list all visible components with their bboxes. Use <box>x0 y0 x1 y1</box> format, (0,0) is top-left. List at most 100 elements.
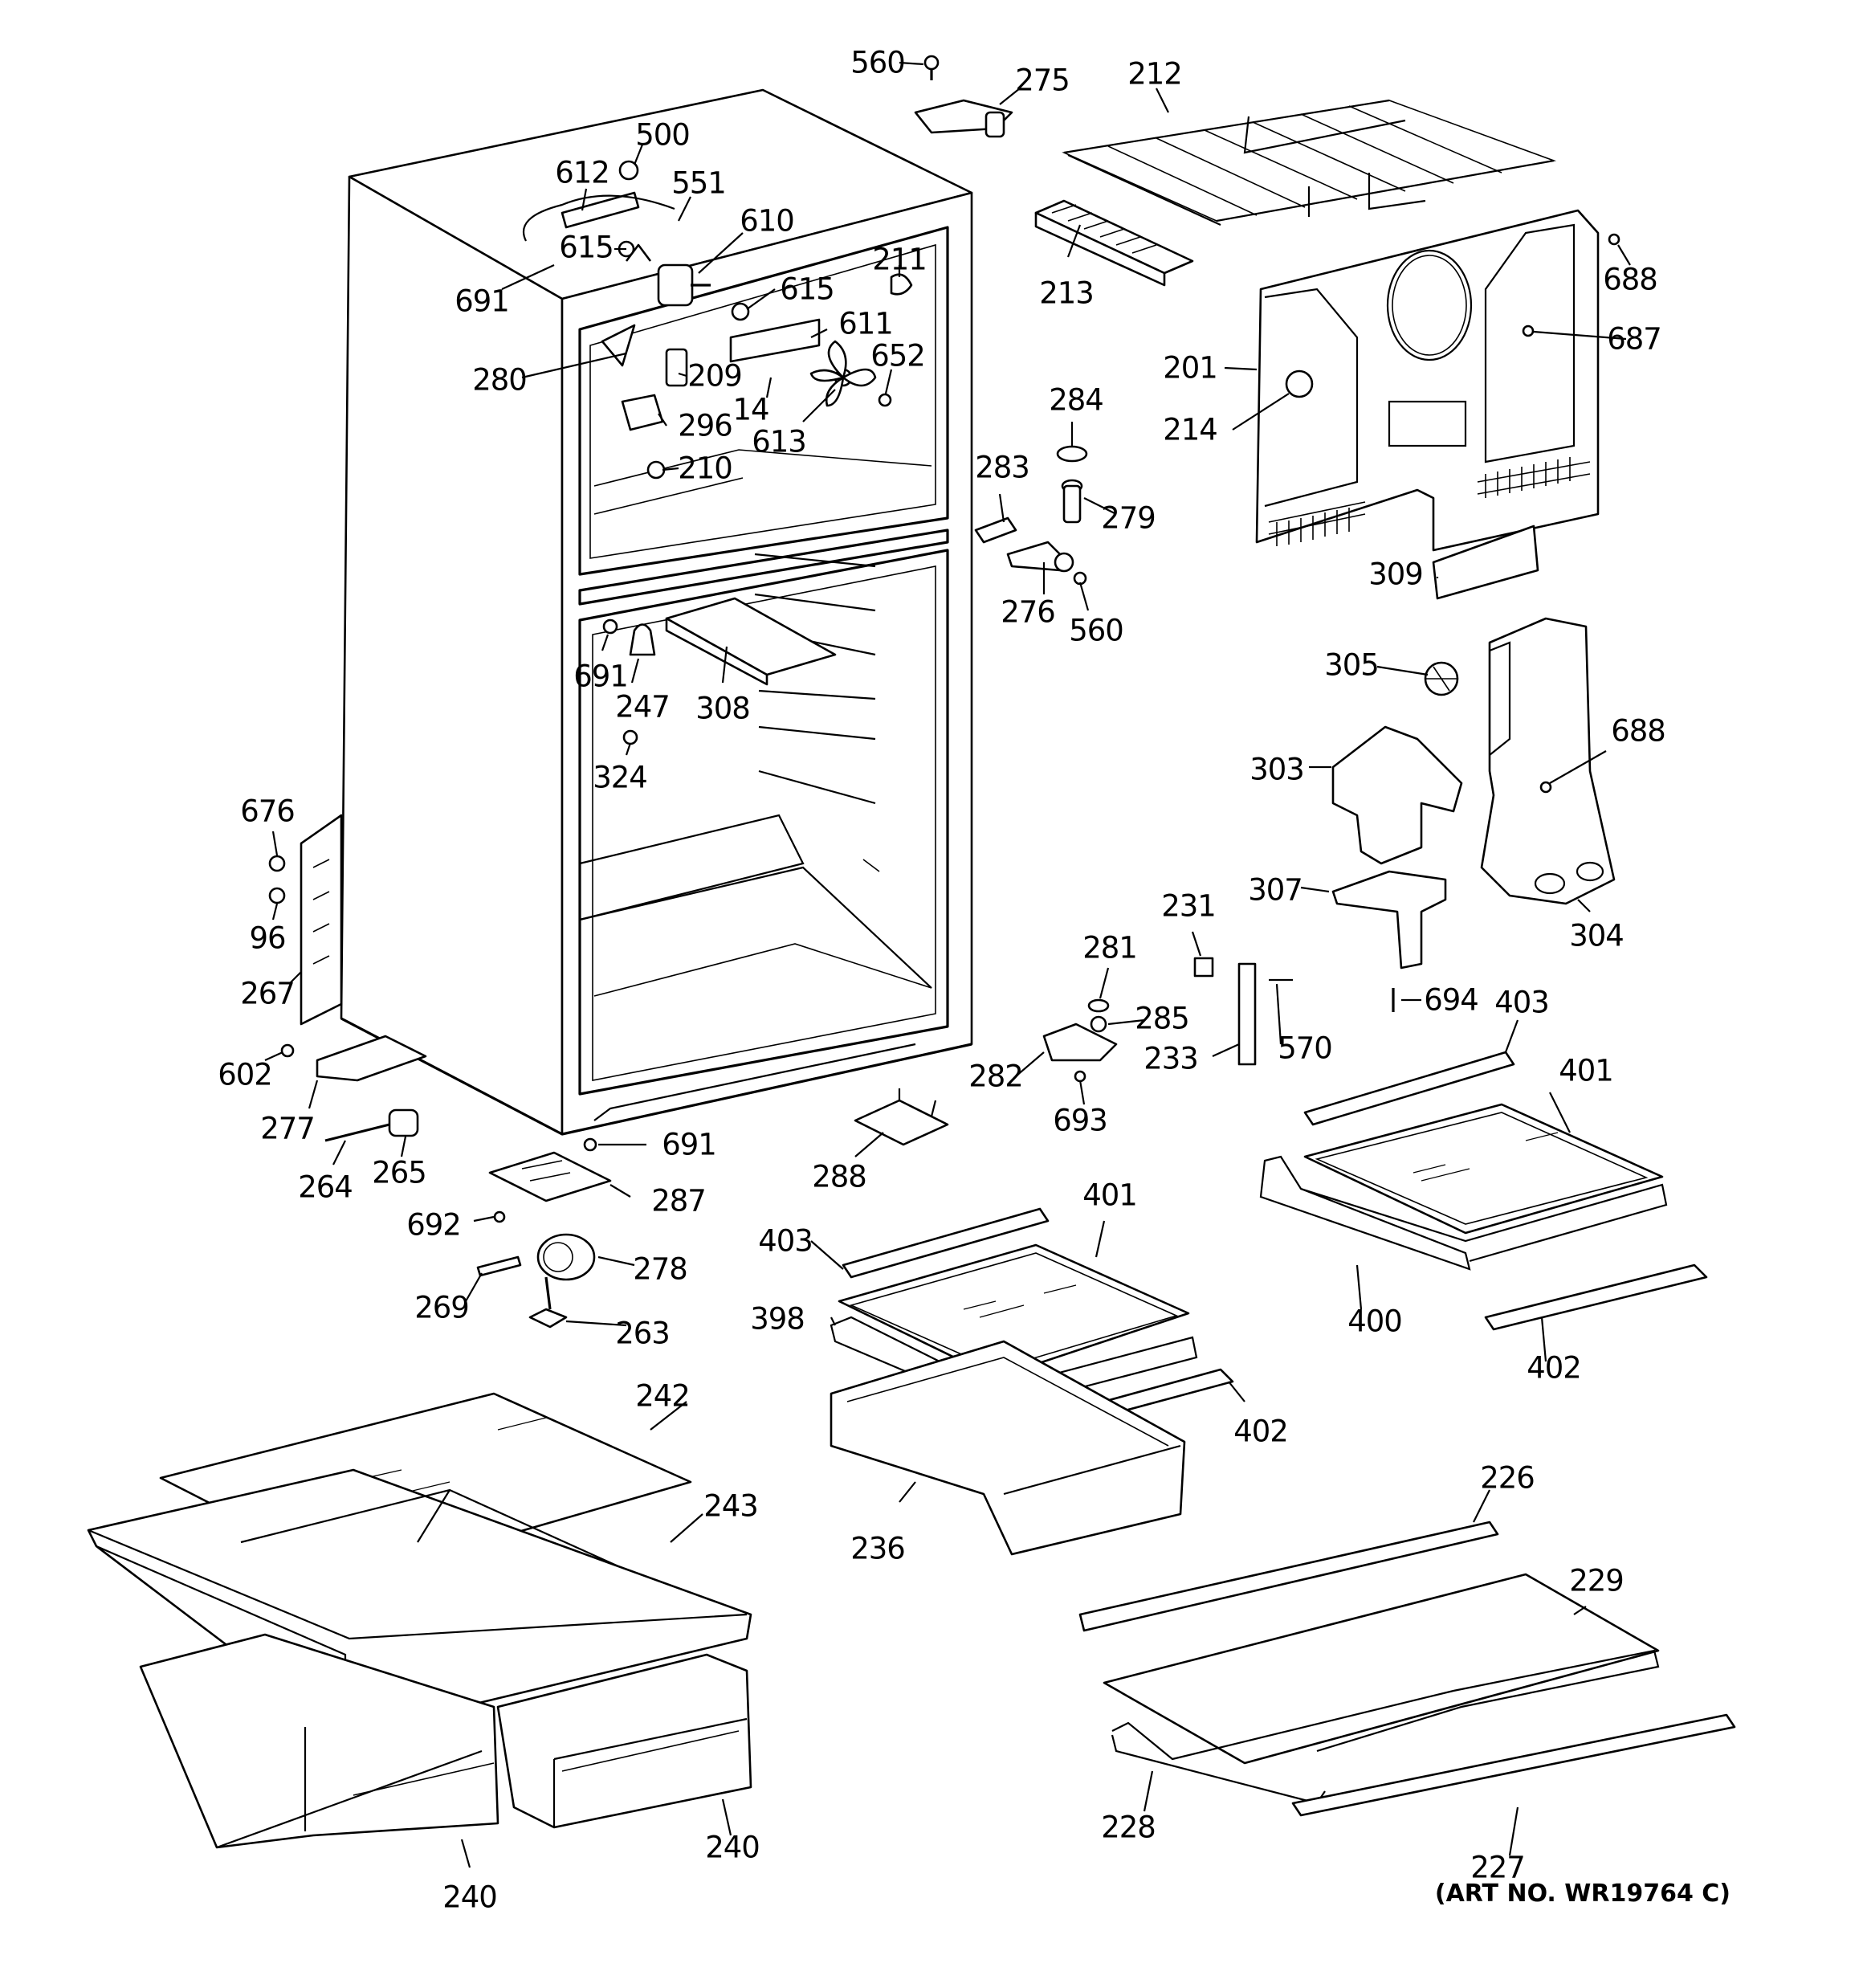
part-label-691: 691 <box>455 284 510 319</box>
part-label-402: 402 <box>1527 1350 1582 1386</box>
crisper-drawer-drawing <box>87 1392 752 1849</box>
part-label-283: 283 <box>975 450 1030 485</box>
part-label-398: 398 <box>750 1301 805 1337</box>
part-label-210: 210 <box>678 451 733 486</box>
part-label-691-b: 691 <box>573 659 629 694</box>
part-label-691-c: 691 <box>662 1127 717 1162</box>
part-label-226: 226 <box>1480 1460 1535 1496</box>
part-label-612: 612 <box>555 155 610 190</box>
left-hinge-drawing <box>268 814 343 1026</box>
part-label-229: 229 <box>1569 1563 1625 1598</box>
part-label-403: 403 <box>1494 985 1550 1020</box>
part-label-693: 693 <box>1053 1103 1108 1138</box>
part-label-652: 652 <box>870 338 926 374</box>
middle-shelf-crisper-drawing <box>830 1207 1234 1556</box>
part-label-307: 307 <box>1248 872 1303 908</box>
part-label-209: 209 <box>687 358 743 394</box>
part-label-308: 308 <box>695 691 751 726</box>
freezer-wire-shelf <box>1062 99 1557 227</box>
part-label-14: 14 <box>732 392 769 427</box>
part-label-287: 287 <box>651 1183 707 1219</box>
part-label-613: 613 <box>752 424 807 459</box>
ice-dispenser-drawing <box>1331 617 1616 1012</box>
part-label-401-b: 401 <box>1082 1178 1138 1213</box>
part-label-551: 551 <box>671 165 727 201</box>
part-label-692: 692 <box>406 1207 462 1243</box>
part-label-278: 278 <box>633 1251 688 1287</box>
part-label-560-b: 560 <box>1069 613 1124 648</box>
part-label-288: 288 <box>812 1159 867 1194</box>
freezer-components <box>522 160 913 480</box>
part-label-309: 309 <box>1368 557 1424 592</box>
part-label-560: 560 <box>850 45 906 80</box>
part-label-285: 285 <box>1135 1001 1190 1036</box>
part-label-687: 687 <box>1607 321 1662 357</box>
part-label-96: 96 <box>249 921 286 956</box>
part-label-276: 276 <box>1001 594 1056 630</box>
part-label-227: 227 <box>1470 1850 1526 1885</box>
part-label-212: 212 <box>1127 56 1183 92</box>
upper-right-shelf-drawing <box>1259 1051 1708 1331</box>
part-label-402-b: 402 <box>1233 1414 1289 1449</box>
part-label-201: 201 <box>1163 350 1218 386</box>
part-label-324: 324 <box>593 760 648 795</box>
freezer-back-panel <box>1255 209 1620 552</box>
part-label-403-b: 403 <box>758 1223 813 1259</box>
part-label-615: 615 <box>559 230 614 265</box>
part-label-694: 694 <box>1424 982 1479 1018</box>
part-label-296: 296 <box>678 408 733 443</box>
foam-pad-drawing <box>1432 525 1539 600</box>
roller-leveler-drawing <box>476 1137 612 1329</box>
ice-tray-drawing <box>1034 199 1194 287</box>
part-label-688-b: 688 <box>1611 713 1666 749</box>
part-label-240-b: 240 <box>442 1880 498 1915</box>
part-label-228: 228 <box>1101 1810 1156 1845</box>
part-label-211: 211 <box>872 242 927 277</box>
center-bracket-drawing <box>1042 957 1293 1083</box>
part-label-231: 231 <box>1161 888 1217 924</box>
part-label-400: 400 <box>1347 1304 1403 1339</box>
lower-shelf-drawing <box>1078 1521 1736 1817</box>
part-label-233: 233 <box>1143 1041 1199 1076</box>
part-label-243: 243 <box>703 1488 759 1524</box>
part-label-284: 284 <box>1049 382 1104 418</box>
part-label-263: 263 <box>615 1316 671 1351</box>
part-label-213: 213 <box>1039 276 1095 311</box>
part-label-277: 277 <box>260 1111 316 1146</box>
part-label-401: 401 <box>1559 1053 1614 1088</box>
bottom-hinge-drawing <box>280 1035 427 1142</box>
part-label-267: 267 <box>240 976 296 1011</box>
part-label-279: 279 <box>1101 500 1156 536</box>
part-label-240: 240 <box>705 1830 760 1865</box>
part-label-282: 282 <box>968 1059 1024 1094</box>
hinge-parts-drawing <box>974 445 1088 586</box>
part-label-615-b: 615 <box>780 271 835 307</box>
leader-lines <box>264 61 1631 1868</box>
art-number: (ART NO. WR19764 C) <box>1434 1880 1731 1908</box>
part-label-305: 305 <box>1324 647 1380 683</box>
part-label-570: 570 <box>1278 1031 1333 1066</box>
part-label-265: 265 <box>372 1155 427 1190</box>
part-label-676: 676 <box>240 794 296 829</box>
part-label-303: 303 <box>1249 752 1305 787</box>
top-hinge-drawing <box>914 55 1013 138</box>
part-label-214: 214 <box>1163 412 1218 447</box>
shelf-support-drawing <box>854 1088 949 1146</box>
part-label-500: 500 <box>635 117 691 153</box>
part-label-688: 688 <box>1603 262 1658 297</box>
fresh-food-control-drawing <box>602 597 837 745</box>
part-label-264: 264 <box>298 1170 353 1205</box>
part-label-280: 280 <box>472 362 528 398</box>
part-label-610: 610 <box>740 203 795 239</box>
part-label-281: 281 <box>1082 930 1138 965</box>
part-label-236: 236 <box>850 1531 906 1566</box>
part-label-602: 602 <box>218 1057 273 1092</box>
part-label-269: 269 <box>414 1290 470 1325</box>
fan-blade-drawing <box>809 340 877 407</box>
part-label-304: 304 <box>1569 918 1625 953</box>
part-label-275: 275 <box>1015 63 1070 98</box>
part-label-611: 611 <box>838 306 894 341</box>
part-label-247: 247 <box>615 689 671 725</box>
